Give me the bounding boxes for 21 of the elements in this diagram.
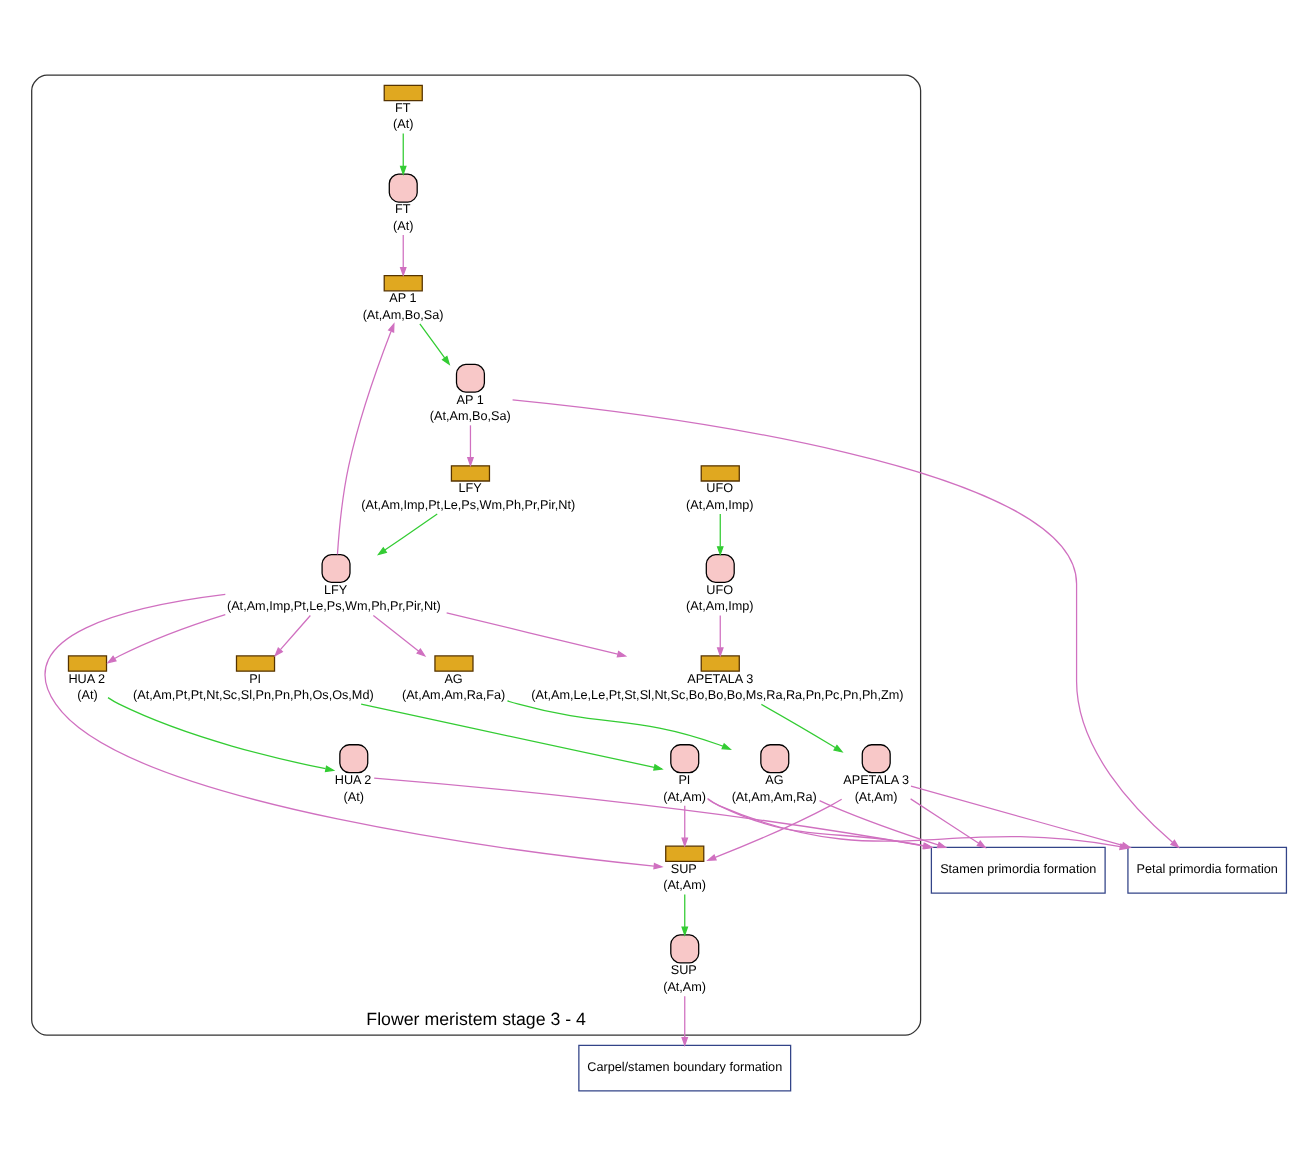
- arrow: [506, 699, 732, 749]
- arrow: [399, 131, 407, 175]
- arrow: [274, 613, 311, 656]
- arrow: [716, 512, 724, 556]
- arrow: [681, 804, 689, 847]
- arrow: [419, 322, 451, 365]
- arrow: [360, 702, 664, 770]
- arrow: [681, 892, 689, 936]
- arrow: [716, 613, 724, 657]
- arrow: [760, 702, 844, 752]
- arrow: [466, 423, 474, 467]
- arrow: [399, 233, 407, 277]
- arrow: [107, 696, 336, 772]
- arrow: [44, 592, 664, 869]
- arrow: [446, 611, 628, 657]
- arrow: [336, 321, 395, 554]
- arrow: [681, 994, 689, 1047]
- arrow: [106, 612, 226, 663]
- arrow: [376, 512, 438, 555]
- arrow: [706, 797, 843, 860]
- arrow: [372, 613, 427, 657]
